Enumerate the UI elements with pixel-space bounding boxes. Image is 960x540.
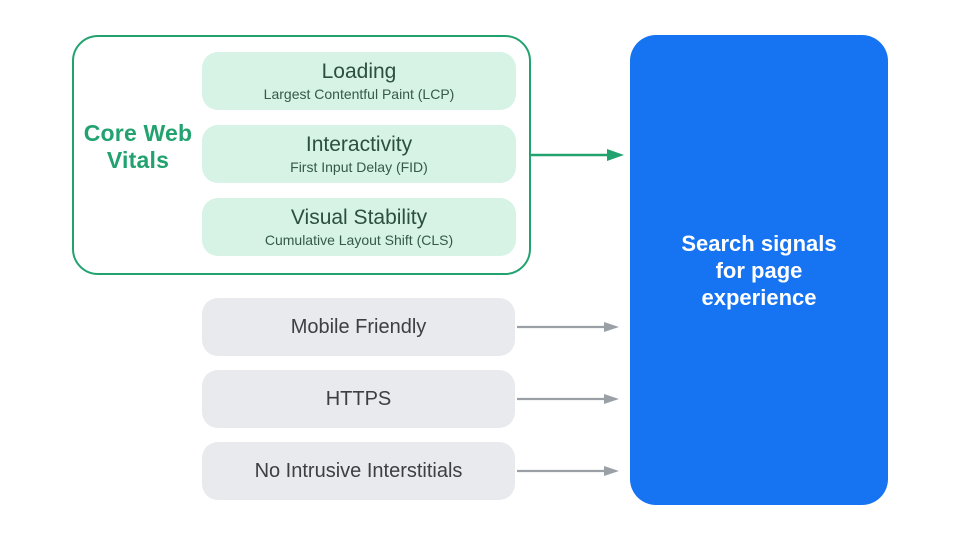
vital-box-interactivity: Interactivity First Input Delay (FID)	[202, 125, 516, 183]
arrow-mobile-friendly-icon	[517, 322, 619, 332]
arrow-https-icon	[517, 394, 619, 404]
signal-label-no-intrusive-interstitials: No Intrusive Interstitials	[254, 459, 463, 482]
vital-box-visual-stability: Visual Stability Cumulative Layout Shift…	[202, 198, 516, 256]
signal-box-no-intrusive-interstitials: No Intrusive Interstitials	[202, 442, 515, 500]
vital-subtitle-cls: Cumulative Layout Shift (CLS)	[264, 231, 454, 248]
vital-title-loading: Loading	[321, 59, 397, 83]
core-web-vitals-label: Core Web Vitals	[83, 120, 193, 173]
arrow-no-intrusive-interstitials-icon	[517, 466, 619, 476]
vital-title-visual-stability: Visual Stability	[290, 205, 428, 229]
signal-box-mobile-friendly: Mobile Friendly	[202, 298, 515, 356]
signal-label-https: HTTPS	[325, 387, 392, 410]
vital-subtitle-lcp: Largest Contentful Paint (LCP)	[263, 85, 455, 102]
signal-label-mobile-friendly: Mobile Friendly	[290, 315, 427, 338]
vital-title-interactivity: Interactivity	[305, 132, 413, 156]
search-signals-label: Search signals for page experience	[681, 230, 837, 310]
signal-box-https: HTTPS	[202, 370, 515, 428]
vital-subtitle-fid: First Input Delay (FID)	[290, 158, 428, 175]
arrow-core-web-vitals-icon	[529, 149, 624, 161]
search-signals-panel: Search signals for page experience	[630, 35, 888, 505]
vital-box-loading: Loading Largest Contentful Paint (LCP)	[202, 52, 516, 110]
